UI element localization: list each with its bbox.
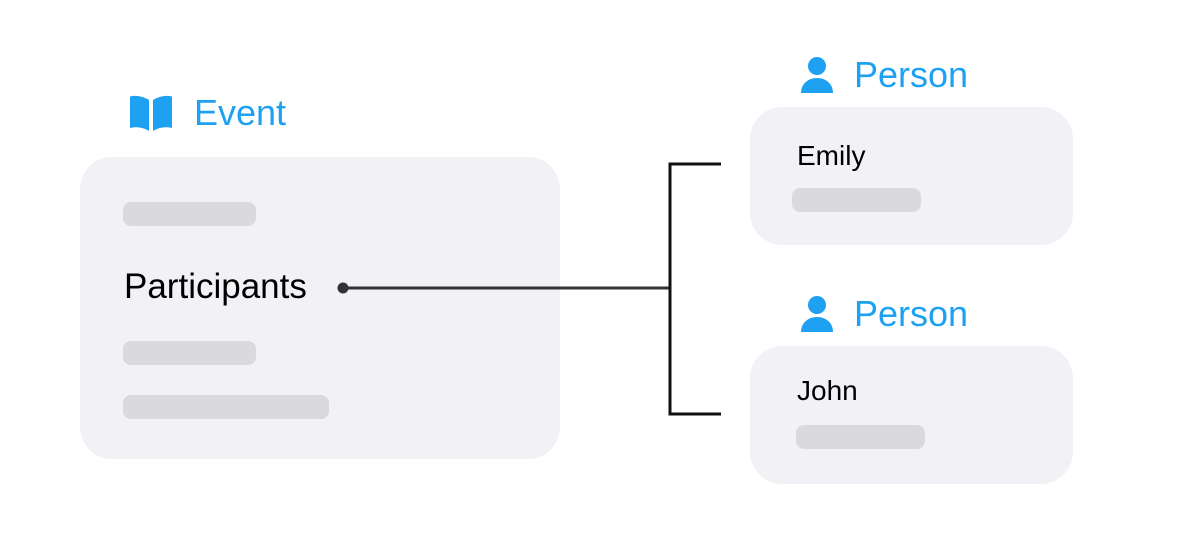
- placeholder-bar: [123, 341, 256, 365]
- person-heading: Person: [800, 57, 968, 93]
- book-icon: [128, 94, 174, 132]
- person-card-john: John: [750, 346, 1073, 484]
- person-heading-label: Person: [854, 293, 969, 334]
- placeholder-bar: [123, 395, 329, 419]
- placeholder-bar: [123, 202, 256, 226]
- person-icon: [800, 57, 834, 93]
- event-heading: Event: [128, 94, 286, 132]
- person-icon: [800, 296, 834, 332]
- person-heading-label: Person: [854, 54, 969, 95]
- person-card-emily: Emily: [750, 107, 1073, 245]
- person-heading: Person: [800, 296, 968, 332]
- placeholder-bar: [792, 188, 921, 212]
- person-name: John: [797, 375, 858, 406]
- person-name: Emily: [797, 140, 866, 171]
- event-card: Participants: [80, 157, 560, 459]
- placeholder-bar: [796, 425, 925, 449]
- participants-label: Participants: [124, 267, 307, 306]
- event-heading-label: Event: [194, 92, 287, 133]
